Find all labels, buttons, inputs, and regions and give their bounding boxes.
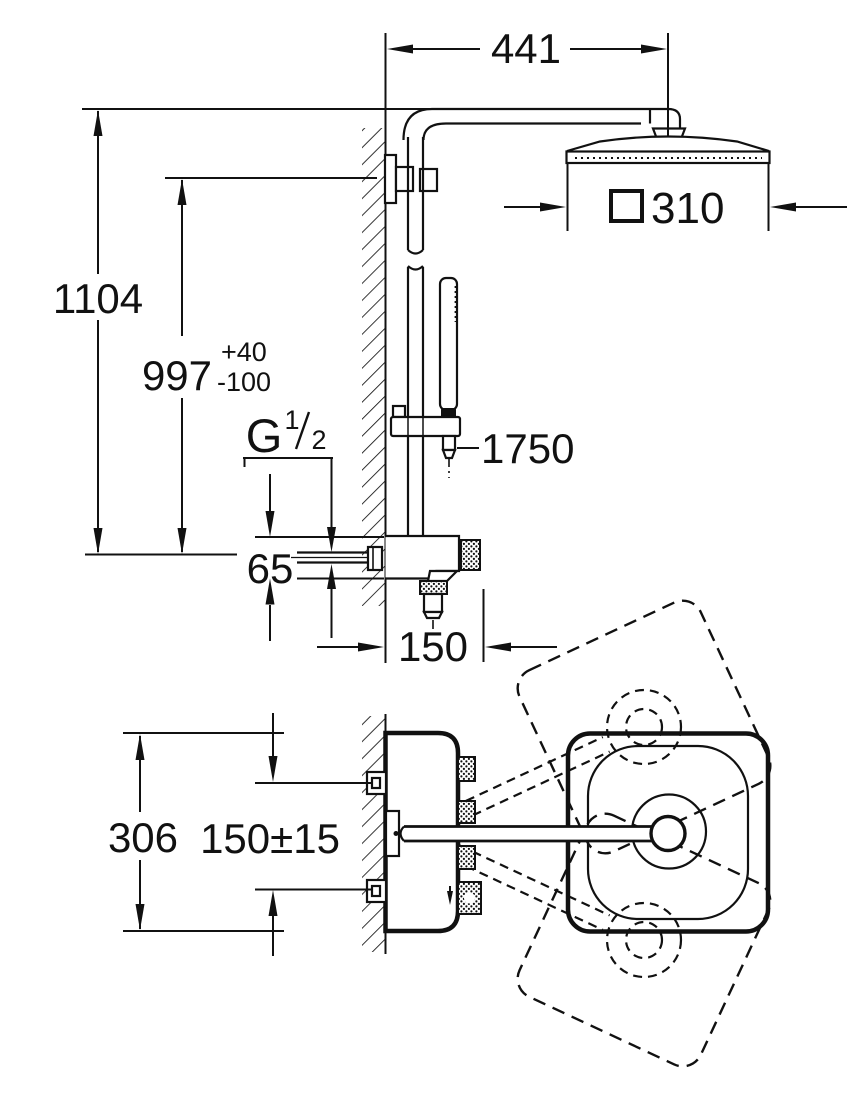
outlet-tip: [422, 610, 444, 620]
arrow-down: [135, 904, 145, 930]
arm-flange-plan: [384, 809, 401, 858]
dim-997: 997 +40 -100: [142, 177, 377, 554]
outlet-nut-knurled: [419, 580, 448, 595]
nipple-nut: [366, 545, 384, 572]
union-collar: [394, 165, 415, 193]
button-center-dot: [464, 892, 475, 904]
dim-150-15: 150±15: [200, 713, 371, 956]
arrow-right: [641, 44, 667, 54]
arrow-up: [268, 890, 278, 916]
head-hub-plan: [649, 814, 687, 853]
shower-head-side: [565, 135, 771, 165]
arm-elbow: [650, 107, 682, 129]
arrow-left: [770, 202, 796, 212]
dim-310-label: 310: [651, 184, 724, 233]
outlet-cylinder: [422, 592, 444, 614]
swivel-range-dashed: [451, 599, 772, 1068]
dim-65-label: 65: [247, 545, 294, 592]
arrow-up: [177, 179, 187, 205]
arrow-down: [177, 528, 187, 554]
thread-numerator: 1: [284, 405, 299, 435]
swivel-square-down: [516, 812, 772, 1068]
arm-plan: [384, 809, 687, 858]
flange-screw-dot: [393, 831, 399, 836]
valve-body-side: [385, 534, 481, 639]
dim-310: 310: [504, 163, 847, 233]
dim-997-tol-minus: -100: [217, 367, 271, 397]
dim-306-label: 306: [108, 814, 178, 861]
wall-union-side: [383, 153, 439, 205]
rail-pipe: [406, 137, 425, 536]
fraction-slash: [294, 411, 311, 450]
dim-1750-label: 1750: [481, 425, 574, 472]
arrow-down: [265, 511, 275, 537]
wall-hatching-plan: [362, 716, 385, 952]
dim-441: 441: [387, 25, 669, 137]
dim-150-side: 150: [317, 589, 557, 670]
thread-label-g-half: G 1 2: [243, 405, 336, 638]
dim-441-label: 441: [491, 25, 561, 72]
dim-306: 306: [108, 732, 284, 932]
side-elevation-view: 441 310 1104 997 +40 -100: [53, 25, 847, 670]
arrow-up: [135, 734, 145, 760]
flow-direction-arrow: [447, 891, 453, 905]
dim-997-tol-plus: +40: [221, 337, 267, 367]
arm-plan-cap: [399, 825, 405, 842]
holder-body: [389, 415, 462, 438]
dim-997-label: 997: [142, 352, 212, 399]
swivel-circle-up: [605, 688, 683, 766]
thread-letter: G: [246, 409, 283, 462]
holder-grip-ring: [441, 408, 456, 418]
holder-lock-knob: [391, 404, 407, 419]
arrow-right: [358, 642, 384, 652]
union-nut: [418, 167, 439, 193]
arm-bend-outer: [402, 107, 433, 141]
supply-union-bottom: [365, 878, 388, 904]
swivel-ring-upper: [457, 800, 476, 824]
arrow-up: [327, 564, 336, 589]
plan-view: 306 150±15: [108, 599, 772, 1068]
temperature-knob-knurled: [460, 539, 481, 571]
head-face-band: [565, 150, 771, 165]
dim-150-15-label: 150±15: [200, 815, 340, 862]
pipe-joint-lower: [407, 265, 424, 271]
hose-connector: [441, 434, 457, 452]
arrow-left: [387, 44, 413, 54]
arrow-down: [268, 756, 278, 782]
hand-shower-handle: [438, 276, 459, 412]
dim-150-label: 150: [398, 623, 468, 670]
swivel-arm-up: [451, 736, 611, 823]
swivel-square-up: [516, 599, 772, 855]
arm-bend-inner: [422, 122, 641, 141]
thread-denominator: 2: [311, 425, 326, 455]
dim-65: 65: [247, 474, 384, 641]
arrow-left: [485, 642, 511, 652]
arrow-right: [540, 202, 566, 212]
swivel-circle-down: [605, 901, 683, 979]
arrow-up: [265, 578, 275, 605]
swivel-hub-down: [624, 920, 664, 960]
swivel-ring-lower: [457, 845, 476, 870]
square-symbol: [609, 189, 644, 223]
dim-1104: 1104: [53, 110, 143, 554]
arrow-down: [93, 528, 103, 554]
arrow-up: [93, 110, 103, 136]
outlet-neck: [426, 569, 460, 583]
supply-nipple-side: [291, 545, 384, 572]
wall-plan: [362, 714, 387, 954]
swivel-arm-down: [451, 844, 611, 931]
control-button-1: [457, 756, 476, 782]
hose-connector-tip: [441, 448, 457, 460]
dim-1750: 1750: [457, 425, 574, 472]
head-cap: [566, 135, 770, 153]
union-flange: [383, 153, 398, 205]
pipe-joint-cap: [407, 249, 424, 255]
arrow-down: [327, 527, 336, 552]
swivel-hub-up: [624, 707, 664, 747]
hand-shower: [389, 276, 462, 478]
wall-hatching: [362, 128, 385, 606]
dim-1104-label: 1104: [53, 275, 143, 322]
